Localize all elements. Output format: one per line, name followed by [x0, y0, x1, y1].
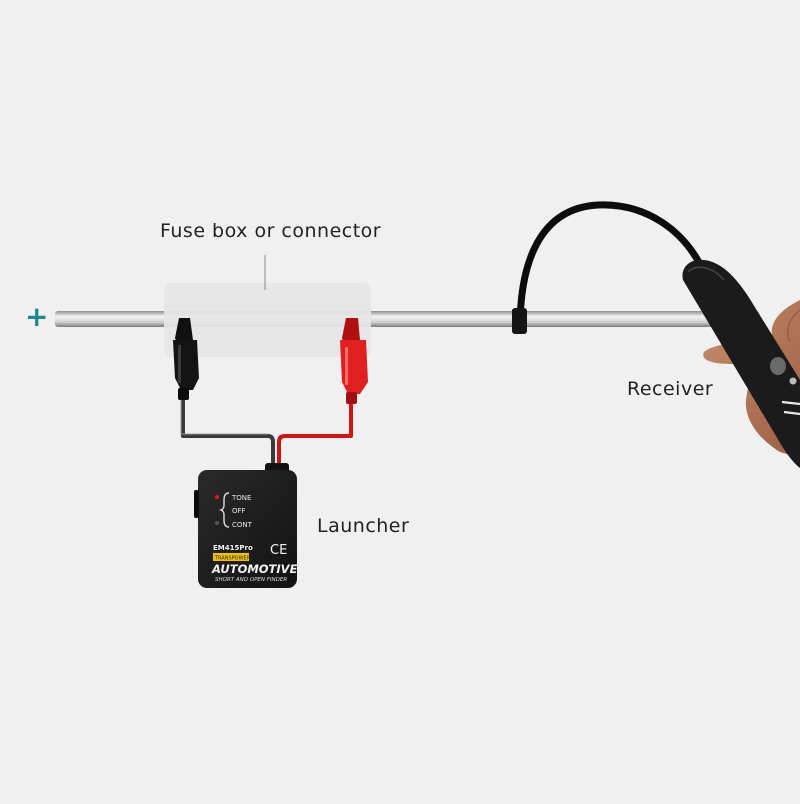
black-alligator-clip-icon: [173, 318, 199, 400]
receiver-gooseneck: [516, 201, 706, 332]
device-brand: AUTOMOTIVE: [211, 562, 298, 576]
receiver-device: [682, 259, 800, 468]
device-model: EM415Pro: [213, 544, 253, 552]
fuse-box-area: [164, 283, 371, 357]
red-alligator-clip-icon: [340, 318, 368, 404]
black-lead-wire: [181, 395, 275, 472]
device-badge-bg: [213, 553, 249, 561]
main-wire: [55, 311, 755, 327]
black-lead-wire-highlight: [180, 395, 268, 435]
receiver-label: Receiver: [627, 378, 714, 400]
receiver-led: [789, 377, 797, 385]
launcher-device: TONE OFF CONT EM415Pro TRANSPOWER CE AUT…: [194, 463, 298, 588]
switch-label-tone: TONE: [231, 494, 251, 502]
plus-sign: +: [25, 300, 49, 333]
fuse-box-label: Fuse box or connector: [160, 220, 382, 242]
red-lead-wire: [277, 400, 353, 472]
switch-label-off: OFF: [232, 507, 246, 515]
launcher-label: Launcher: [317, 515, 410, 537]
receiver-probe-tip: [512, 308, 527, 334]
device-subtitle: SHORT AND OPEN FINDER: [215, 577, 287, 583]
ce-mark: CE: [270, 543, 287, 558]
receiver-button: [770, 357, 786, 375]
switch-label-cont: CONT: [232, 521, 253, 529]
device-badge: TRANSPOWER: [214, 556, 251, 562]
